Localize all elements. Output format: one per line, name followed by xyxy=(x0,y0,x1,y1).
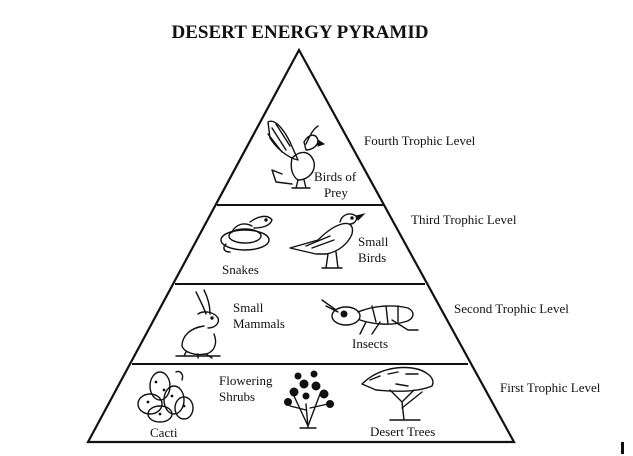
bird-of-prey-icon xyxy=(267,120,326,189)
diagram-title: DESERT ENERGY PYRAMID xyxy=(172,22,429,43)
snake-icon xyxy=(220,215,273,253)
level-label-third: Third Trophic Level xyxy=(411,212,517,227)
level-label-fourth: Fourth Trophic Level xyxy=(364,133,476,148)
level-label-second: Second Trophic Level xyxy=(454,301,569,316)
organism-label-small-mammals-2: Mammals xyxy=(233,316,285,331)
cactus-icon xyxy=(137,370,194,423)
organism-label-small-birds-2: Birds xyxy=(358,250,386,265)
organism-label-flowering-shrubs-2: Shrubs xyxy=(219,389,255,404)
organism-label-birds-of-prey-2: Prey xyxy=(324,185,348,200)
small-bird-icon xyxy=(289,213,366,269)
edge-mark xyxy=(621,442,624,454)
shrub-icon xyxy=(284,370,334,429)
level-label-first: First Trophic Level xyxy=(500,380,601,395)
organism-label-flowering-shrubs-1: Flowering xyxy=(219,373,273,388)
organism-label-snakes: Snakes xyxy=(222,262,259,277)
grasshopper-icon xyxy=(321,299,419,335)
organism-label-small-mammals-1: Small xyxy=(233,300,264,315)
organism-label-cacti: Cacti xyxy=(150,425,178,440)
tree-icon xyxy=(361,366,434,421)
organism-label-insects: Insects xyxy=(352,336,388,351)
rabbit-icon xyxy=(175,289,221,359)
organism-label-desert-trees: Desert Trees xyxy=(370,424,435,439)
pyramid-outline xyxy=(86,47,516,444)
organism-label-birds-of-prey-1: Birds of xyxy=(314,169,357,184)
organism-label-small-birds-1: Small xyxy=(358,234,389,249)
